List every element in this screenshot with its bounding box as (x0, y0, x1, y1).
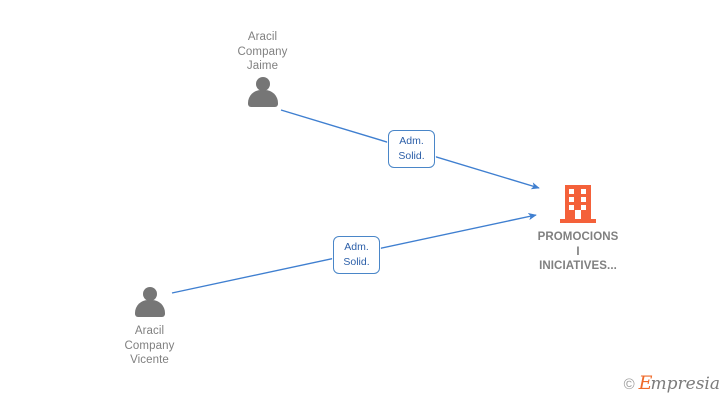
edge-label-line-2: Solid. (398, 150, 425, 162)
node-company-promocions[interactable]: PROMOCIONS I INICIATIVES... (518, 185, 638, 274)
edge-label-adm-solid-vicente[interactable]: Adm. Solid. (333, 236, 380, 274)
node-person-jaime-label-line-3: Jaime (246, 60, 279, 72)
watermark: © Empresia (624, 374, 720, 394)
node-person-vicente-label-line-2: Company (124, 339, 175, 352)
edge-label-line-2: Solid. (343, 256, 370, 268)
building-window (581, 205, 586, 210)
building-door (575, 210, 581, 219)
node-company-label-line-3: INICIATIVES... (539, 260, 617, 272)
node-person-jaime-label-line-2: Company (237, 45, 288, 58)
edge-label-line-1: Adm. (399, 135, 424, 147)
person-head (142, 287, 157, 301)
person-body (134, 300, 165, 317)
node-person-vicente-label-line-3: Vicente (130, 354, 169, 366)
node-company-label-line-2: I (576, 245, 580, 258)
building-window (569, 197, 574, 202)
node-person-jaime-label-line-1: Aracil (247, 31, 278, 43)
person-icon[interactable] (133, 287, 167, 317)
edge-label-adm-solid-jaime[interactable]: Adm. Solid. (388, 130, 435, 168)
building-window (569, 205, 574, 210)
person-icon[interactable] (246, 76, 280, 107)
brand-initial: E (638, 372, 653, 394)
person-head (255, 76, 270, 91)
edge-label-line-1: Adm. (344, 241, 369, 253)
node-person-jaime[interactable]: Aracil Company Jaime (205, 30, 320, 107)
building-window (569, 189, 574, 194)
node-person-vicente-label-line-1: Aracil (134, 325, 165, 337)
building-icon[interactable] (560, 185, 596, 223)
node-company-label-line-1: PROMOCIONS (537, 231, 619, 243)
building-window (581, 189, 586, 194)
building-base (560, 219, 596, 223)
building-window (581, 197, 586, 202)
copyright-icon: © (623, 375, 635, 393)
node-person-vicente[interactable]: Aracil Company Vicente (92, 287, 207, 368)
brand-name: mpresia (650, 374, 721, 394)
person-body (247, 89, 278, 107)
